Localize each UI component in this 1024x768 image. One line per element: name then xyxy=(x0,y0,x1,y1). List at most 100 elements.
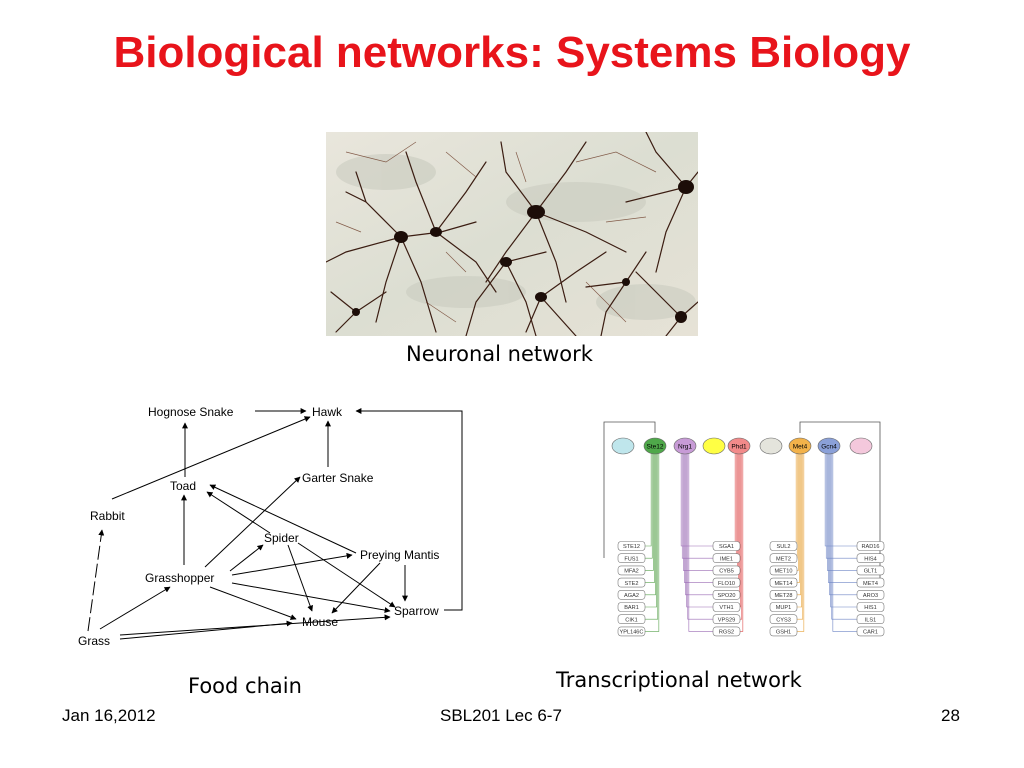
target-gene-label: MET28 xyxy=(774,593,792,599)
target-gene-label: CYB5 xyxy=(719,569,734,575)
regulatory-edge xyxy=(824,453,857,547)
regulator-node xyxy=(817,437,841,455)
regulator-label: Met4 xyxy=(793,444,808,451)
regulatory-edge xyxy=(645,453,652,547)
regulator-label: Gcn4 xyxy=(821,444,837,451)
target-gene-box xyxy=(712,602,741,612)
footer-page-number: 28 xyxy=(941,706,960,725)
regulatory-edge xyxy=(645,453,656,596)
target-gene-label: CAR1 xyxy=(863,630,878,636)
target-gene-label: RAD16 xyxy=(861,544,879,550)
regulator-label: Nrg1 xyxy=(678,444,692,451)
regulatory-edge xyxy=(797,453,802,608)
transcriptional-network-caption: Transcriptional network xyxy=(556,668,802,692)
food-node-toad: Toad xyxy=(170,479,196,493)
target-gene-box xyxy=(769,541,798,551)
food-node-sparrow: Sparrow xyxy=(394,604,439,618)
food-node-preying-mantis: Preying Mantis xyxy=(360,548,439,562)
target-gene-label: STE12 xyxy=(623,544,640,550)
regulator-node xyxy=(759,437,783,455)
regulatory-edge xyxy=(797,453,800,583)
regulator-node xyxy=(788,437,812,455)
target-gene-label: RGS2 xyxy=(719,630,734,636)
regulatory-edge xyxy=(740,453,744,632)
target-gene-box xyxy=(769,614,798,624)
target-gene-label: ILS1 xyxy=(865,617,877,623)
regulatory-edge xyxy=(645,453,657,608)
food-chain-diagram: Hognose Snake Hawk Toad Garter Snake Rab… xyxy=(78,405,463,648)
target-gene-label: FLO10 xyxy=(718,581,735,587)
slide-title: Biological networks: Systems Biology xyxy=(113,28,911,77)
target-gene-box xyxy=(712,541,741,551)
regulatory-edge xyxy=(740,453,743,620)
target-gene-label: MUP1 xyxy=(776,605,792,611)
target-gene-label: STE2 xyxy=(625,581,639,587)
food-chain-caption: Food chain xyxy=(188,674,302,698)
regulatory-edge xyxy=(825,453,857,559)
target-gene-label: VPS29 xyxy=(718,617,735,623)
regulatory-edge xyxy=(797,453,801,596)
target-gene-box xyxy=(769,565,798,576)
neuronal-network-photo xyxy=(326,132,698,336)
regulatory-edge xyxy=(684,453,740,583)
target-gene-box xyxy=(769,553,798,563)
target-gene-box xyxy=(617,626,646,637)
target-gene-box xyxy=(769,577,798,588)
target-gene-box xyxy=(856,626,885,637)
target-gene-box xyxy=(856,590,885,600)
food-node-rabbit: Rabbit xyxy=(90,509,125,523)
regulatory-edge xyxy=(832,453,857,632)
regulatory-edge xyxy=(645,453,659,620)
target-gene-label: GSH1 xyxy=(776,630,791,636)
target-gene-box xyxy=(712,590,741,600)
target-gene-label: ARO3 xyxy=(863,593,878,599)
regulator-node xyxy=(673,437,697,455)
target-gene-label: IME1 xyxy=(720,556,733,562)
target-gene-label: GLT1 xyxy=(864,569,878,575)
footer-course: SBL201 Lec 6-7 xyxy=(440,706,562,725)
target-gene-label: SPO20 xyxy=(717,593,735,599)
target-gene-label: BAR1 xyxy=(624,605,639,611)
food-node-grasshopper: Grasshopper xyxy=(145,571,214,585)
target-gene-box xyxy=(856,602,885,612)
target-gene-label: HIS1 xyxy=(864,605,876,611)
regulatory-edge xyxy=(645,453,655,583)
target-gene-box xyxy=(617,553,646,563)
regulatory-edge xyxy=(831,453,857,620)
regulatory-edge xyxy=(797,453,804,620)
target-gene-label: CYS3 xyxy=(776,617,791,623)
target-gene-label: HIS4 xyxy=(864,556,876,562)
target-gene-box xyxy=(617,577,646,588)
footer-date: Jan 16,2012 xyxy=(62,706,156,725)
target-gene-label: MET4 xyxy=(863,581,878,587)
target-gene-box xyxy=(769,626,798,637)
target-gene-box xyxy=(856,614,885,624)
regulatory-edge xyxy=(828,453,857,583)
target-gene-box xyxy=(712,614,741,624)
target-gene-label: SUL2 xyxy=(777,544,791,550)
regulatory-edge xyxy=(645,453,660,632)
target-gene-box xyxy=(712,626,741,637)
neuronal-network-caption: Neuronal network xyxy=(406,342,593,366)
met4-feedback-edge xyxy=(799,421,881,583)
target-gene-label: MET2 xyxy=(776,556,791,562)
regulator-node xyxy=(727,437,751,455)
regulator-label: Ste12 xyxy=(647,444,664,451)
target-gene-label: MFA2 xyxy=(624,569,639,575)
target-gene-box xyxy=(769,602,798,612)
food-node-hawk: Hawk xyxy=(312,405,343,419)
food-node-grass: Grass xyxy=(78,634,110,648)
target-gene-label: CIK1 xyxy=(625,617,637,623)
target-gene-label: MET14 xyxy=(774,581,792,587)
regulatory-edge xyxy=(829,453,857,596)
regulatory-edge xyxy=(795,453,797,547)
target-gene-box xyxy=(617,590,646,600)
regulatory-edge xyxy=(830,453,857,608)
food-node-mouse: Mouse xyxy=(302,615,338,629)
target-gene-box xyxy=(856,577,885,588)
regulatory-edge xyxy=(797,453,805,632)
regulatory-edge xyxy=(827,453,857,571)
regulatory-edge xyxy=(645,453,653,559)
